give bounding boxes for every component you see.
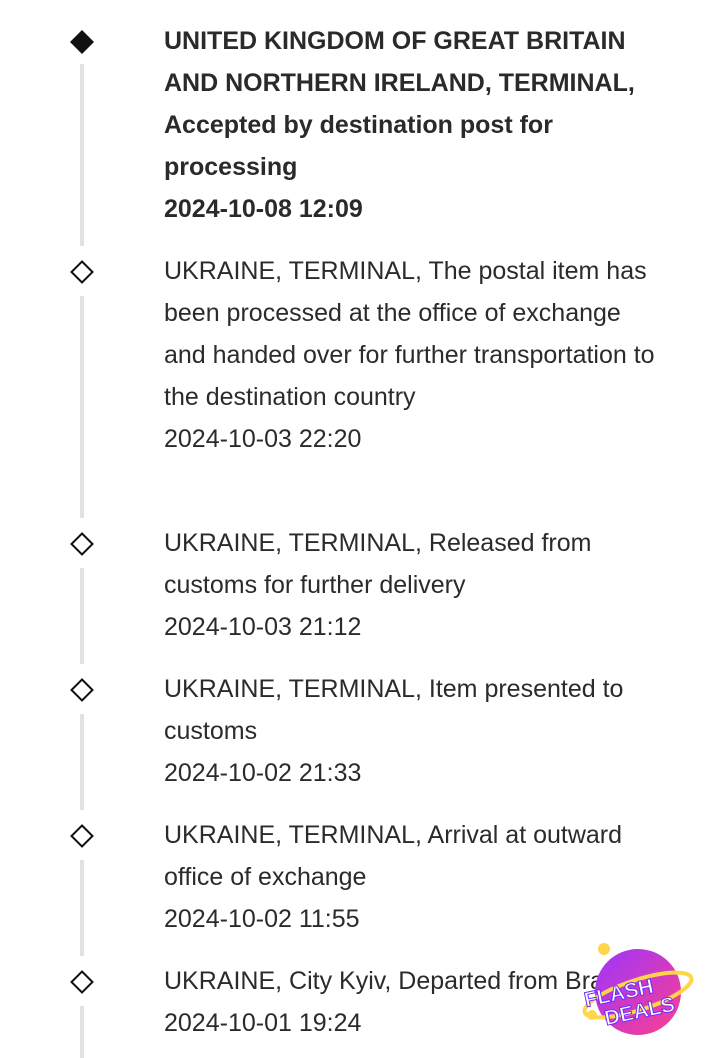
hollow-diamond-icon	[70, 824, 94, 848]
tracking-event-text: UKRAINE, TERMINAL, Item presented to cus…	[164, 668, 664, 794]
tracking-event-text: UNITED KINGDOM OF GREAT BRITAIN AND NORT…	[164, 20, 664, 230]
tracking-event-description: UNITED KINGDOM OF GREAT BRITAIN AND NORT…	[164, 27, 635, 181]
tracking-event-datetime: 2024-10-02 21:33	[164, 759, 362, 787]
timeline-line	[80, 296, 84, 518]
timeline-line	[80, 714, 84, 810]
filled-diamond-icon	[70, 30, 94, 54]
tracking-event-text: UKRAINE, TERMINAL, Arrival at outward of…	[164, 814, 664, 940]
tracking-event-description: UKRAINE, TERMINAL, The postal item has b…	[164, 257, 655, 411]
flash-deals-badge-icon: FLASH DEALS	[582, 943, 694, 1035]
timeline-line	[80, 860, 84, 956]
tracking-event-text: UKRAINE, TERMINAL, The postal item has b…	[164, 250, 664, 460]
hollow-diamond-icon	[70, 970, 94, 994]
timeline-line	[80, 64, 84, 246]
tracking-event-description: UKRAINE, TERMINAL, Item presented to cus…	[164, 675, 624, 745]
tracking-event-datetime: 2024-10-01 19:24	[164, 1009, 362, 1037]
tracking-event-datetime: 2024-10-02 11:55	[164, 905, 360, 933]
timeline-line	[80, 568, 84, 664]
hollow-diamond-icon	[70, 678, 94, 702]
flash-deals-badge[interactable]: FLASH DEALS	[576, 938, 700, 1050]
tracking-event-description: UKRAINE, TERMINAL, Released from customs…	[164, 529, 592, 599]
hollow-diamond-icon	[70, 260, 94, 284]
tracking-event-datetime: 2024-10-03 21:12	[164, 613, 362, 641]
tracking-event-description: UKRAINE, TERMINAL, Arrival at outward of…	[164, 821, 623, 891]
tracking-event-datetime: 2024-10-08 12:09	[164, 195, 363, 223]
tracking-event-text: UKRAINE, TERMINAL, Released from customs…	[164, 522, 664, 648]
timeline-line	[80, 1006, 84, 1058]
tracking-event-datetime: 2024-10-03 22:20	[164, 425, 362, 453]
hollow-diamond-icon	[70, 532, 94, 556]
